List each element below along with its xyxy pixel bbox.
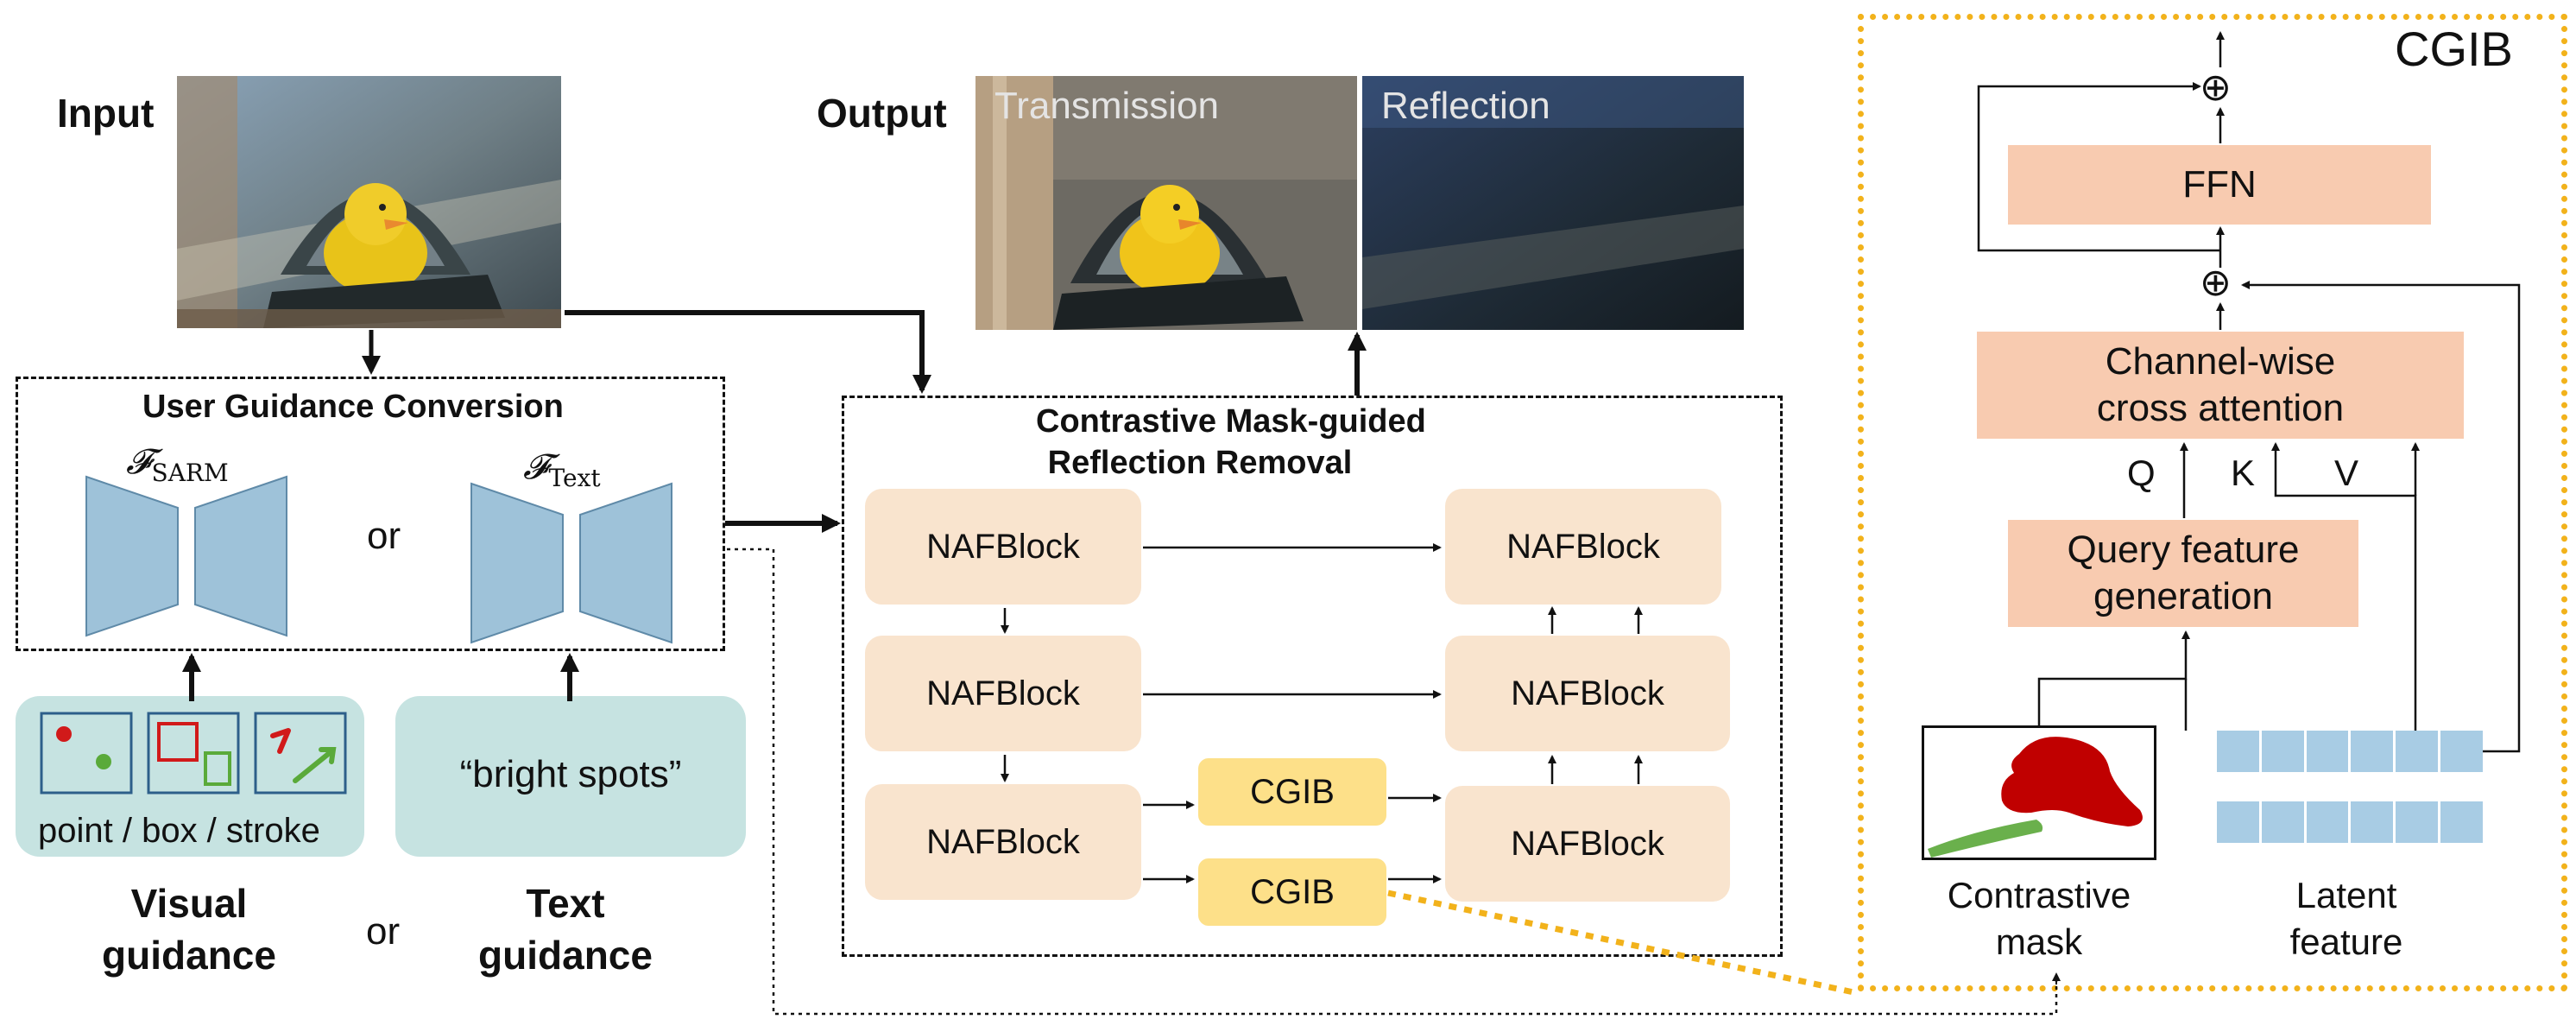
cross-attention-line1: Channel-wise <box>2105 340 2336 383</box>
text-network-icon <box>470 482 672 644</box>
latent-feature-label: Latent feature <box>2234 872 2459 966</box>
cross-attention-line2: cross attention <box>2096 387 2345 429</box>
mask-to-query <box>2037 630 2190 727</box>
text-guidance-label-line1: Text <box>526 881 605 926</box>
nafblock-encoder-3: NAFBlock <box>865 784 1141 900</box>
text-guidance-label: Text guidance <box>466 877 665 981</box>
contrastive-mask-image <box>1922 725 2156 860</box>
transmission-image <box>975 76 1357 330</box>
sarm-symbol: 𝓕 <box>126 442 152 482</box>
text-encoder-symbol: 𝓕 <box>523 447 549 487</box>
cmrr-box <box>842 396 1783 957</box>
cgib-leader <box>1387 890 1859 997</box>
latent-cell <box>2396 731 2439 772</box>
visual-guidance-label-line2: guidance <box>102 933 276 978</box>
nafblock-decoder-1: NAFBlock <box>1445 489 1721 605</box>
latent-feature-row-2 <box>2217 801 2483 843</box>
cgib-block-2: CGIB <box>1198 858 1386 926</box>
guidance-or-label: or <box>366 910 401 953</box>
user-guidance-conversion-box <box>16 377 725 651</box>
nafblock-decoder-3: NAFBlock <box>1445 786 1730 902</box>
sarm-subscript: SARM <box>151 459 229 487</box>
conversion-or-label: or <box>367 515 401 557</box>
transmission-label: Transmission <box>994 85 1219 127</box>
visual-guidance-caption: point / box / stroke <box>38 812 320 850</box>
v-label: V <box>2334 453 2359 493</box>
latent-cell <box>2396 801 2439 843</box>
query-generation-line2: generation <box>2093 575 2273 617</box>
nafblock-encoder-1: NAFBlock <box>865 489 1141 605</box>
k-label: K <box>2231 453 2256 493</box>
latent-cell <box>2261 801 2304 843</box>
latent-feature-row-1 <box>2217 731 2483 772</box>
nafblock-decoder-2: NAFBlock <box>1445 636 1730 751</box>
q-label: Q <box>2127 453 2156 493</box>
latent-cell <box>2217 731 2259 772</box>
dotted-mask-path <box>727 548 2058 1016</box>
cmrr-title-line1: Contrastive Mask-guided <box>1036 403 1426 440</box>
latent-feature-line2: feature <box>2289 921 2403 962</box>
output-label: Output <box>817 91 947 136</box>
text-guidance-prompt: “bright spots” <box>459 753 682 795</box>
text-guidance-panel <box>395 696 746 857</box>
contrastive-mask-graphic <box>1928 737 2143 858</box>
reflection-photo-graphic <box>1362 76 1744 330</box>
plus-top: ⊕ <box>2200 66 2232 110</box>
query-generation-line1: Query feature <box>2067 529 2300 571</box>
point-icon <box>40 712 133 795</box>
text-encoder-subscript: Text <box>548 464 601 492</box>
user-guidance-title: User Guidance Conversion <box>142 389 564 425</box>
cross-attention-block: Channel-wise cross attention <box>1977 332 2464 439</box>
cmrr-title-line2: Reflection Removal <box>1047 445 1353 481</box>
ffn-block: FFN <box>2008 145 2431 225</box>
input-photo-graphic <box>177 76 561 328</box>
latent-cell <box>2261 731 2304 772</box>
latent-cell <box>2351 731 2394 772</box>
contrastive-mask-line2: mask <box>1995 921 2083 962</box>
ffn-residual <box>1977 82 2220 252</box>
latent-cell <box>2306 731 2349 772</box>
reflection-image <box>1362 76 1744 330</box>
query-generation-block: Query feature generation <box>2008 520 2358 627</box>
latent-cell <box>2440 731 2483 772</box>
nafblock-encoder-2: NAFBlock <box>865 636 1141 751</box>
latent-cell <box>2306 801 2349 843</box>
stroke-icon <box>254 712 347 795</box>
latent-cell <box>2351 801 2394 843</box>
text-guidance-label-line2: guidance <box>478 933 653 978</box>
transmission-photo-graphic <box>975 76 1357 330</box>
latent-cell <box>2217 801 2259 843</box>
latent-cell <box>2440 801 2483 843</box>
cgib-detail-box <box>1858 14 2567 991</box>
contrastive-mask-line1: Contrastive <box>1947 875 2131 915</box>
latent-to-k <box>2271 442 2417 731</box>
visual-guidance-label-line1: Visual <box>130 881 248 926</box>
input-label: Input <box>57 91 155 136</box>
cgib-detail-title: CGIB <box>2395 22 2513 76</box>
sarm-network-icon <box>85 475 287 637</box>
cmrr-title: Contrastive Mask-guided Reflection Remov… <box>1036 401 1426 484</box>
input-image <box>177 76 561 328</box>
contrastive-mask-label: Contrastive mask <box>1927 872 2151 966</box>
reflection-label: Reflection <box>1381 85 1550 127</box>
sarm-label: 𝓕SARM <box>126 442 229 487</box>
arrow-input-to-cmrr <box>565 310 931 394</box>
plus-middle: ⊕ <box>2200 261 2232 305</box>
latent-residual <box>2241 281 2521 753</box>
text-encoder-label: 𝓕Text <box>523 447 601 492</box>
visual-guidance-label: Visual guidance <box>90 877 288 981</box>
cgib-block-1: CGIB <box>1198 758 1386 826</box>
latent-feature-line1: Latent <box>2295 875 2397 915</box>
box-icon <box>147 712 240 795</box>
